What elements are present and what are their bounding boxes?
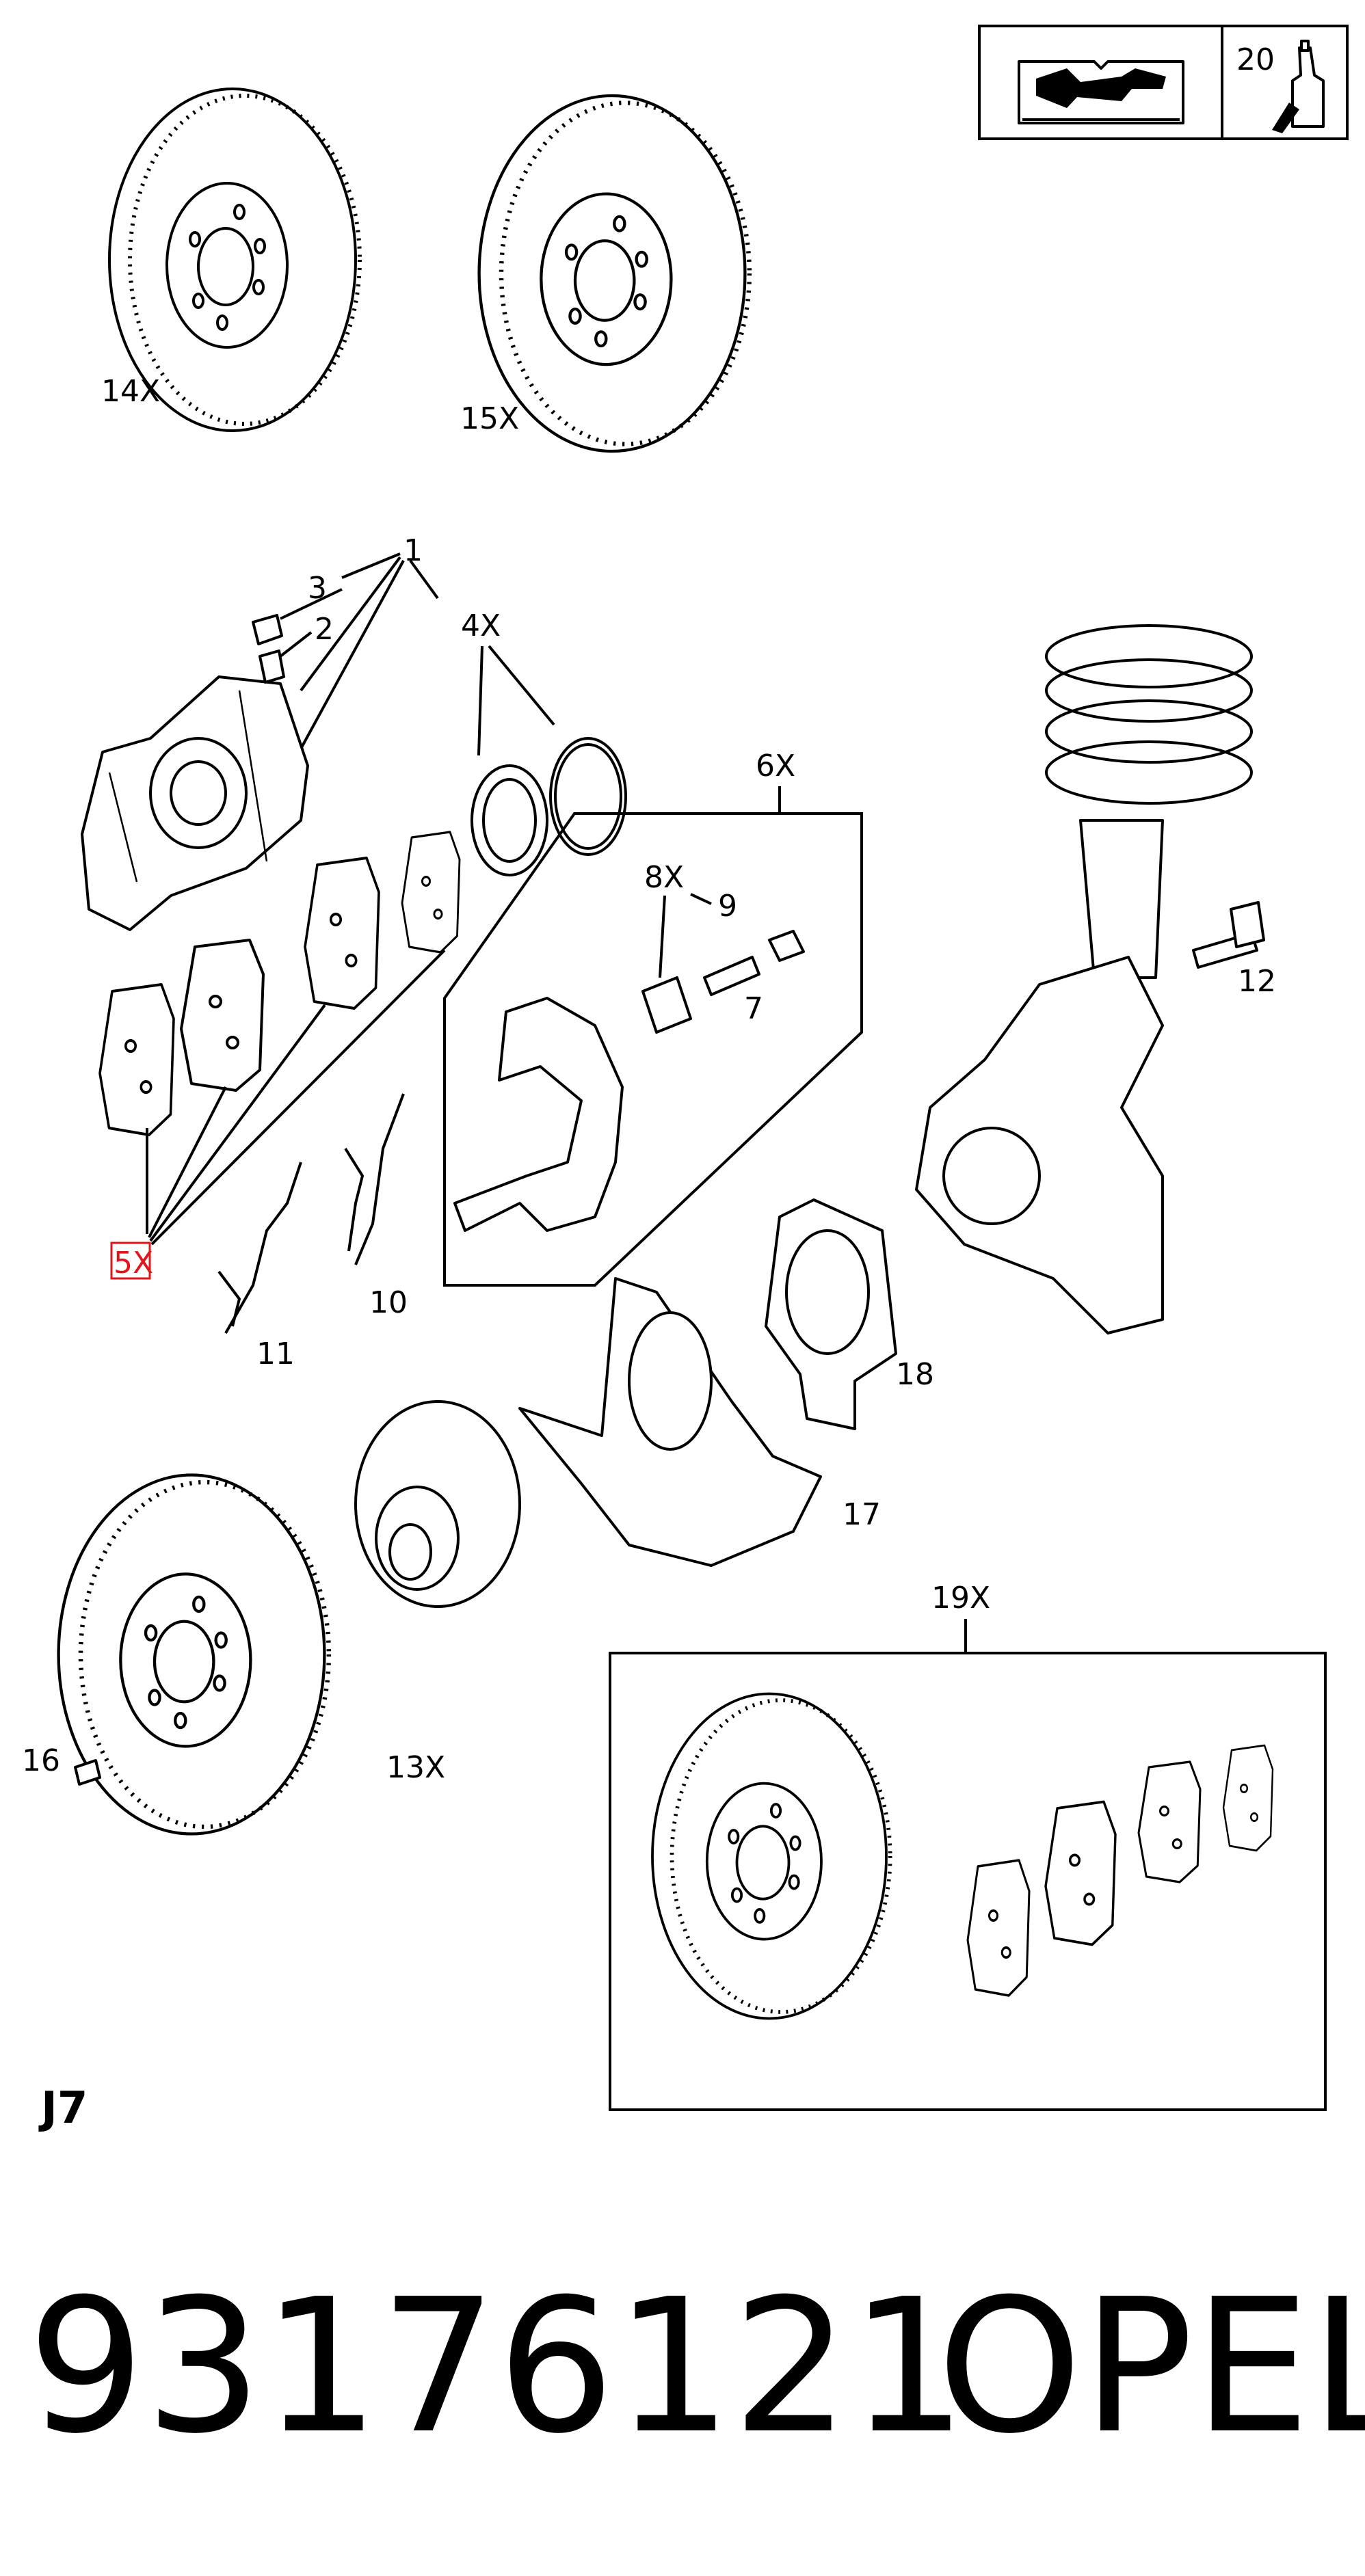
callout-8x: 8X	[644, 860, 684, 895]
wheel-hub	[354, 1400, 521, 1608]
strut-spring	[1045, 624, 1253, 979]
callout-4x: 4X	[461, 608, 501, 643]
callout-5x-highlight	[110, 1242, 151, 1280]
screw-16	[74, 1759, 101, 1786]
callout-9: 9	[718, 889, 737, 924]
kit-pads	[966, 1744, 1274, 1997]
adhesive-bottle-icon	[1272, 40, 1325, 133]
callout-18: 18	[896, 1357, 934, 1392]
piston-seals	[471, 737, 627, 876]
callout-6x: 6X	[756, 749, 795, 783]
leader-lines-pads	[146, 949, 446, 1246]
brake-caliper	[81, 675, 309, 931]
brake-disc-13x	[59, 1475, 329, 1834]
callout-7: 7	[744, 991, 763, 1026]
bleeder-screw	[252, 614, 285, 684]
callout-5x: 5X	[114, 1246, 153, 1280]
callout-16: 16	[22, 1743, 60, 1778]
anti-rattle-spring-10	[344, 1093, 405, 1265]
brake-kit-box	[609, 1652, 1327, 2111]
part-number: 93176121	[27, 2259, 967, 2474]
gasket-18	[765, 1198, 897, 1430]
callout-17: 17	[843, 1497, 881, 1532]
brand-name: OPEL	[937, 2259, 1365, 2474]
anti-rattle-spring-11	[217, 1162, 302, 1334]
callout-12: 12	[1238, 964, 1276, 999]
manual-wrench-book-icon	[1018, 60, 1184, 124]
callout-15x: 15X	[460, 401, 519, 436]
legend-number: 20	[1236, 42, 1275, 77]
dust-shield-17	[518, 1277, 822, 1567]
caliper-carrier	[453, 997, 624, 1232]
section-code: J7	[38, 2083, 88, 2134]
callout-10: 10	[369, 1285, 408, 1320]
cap-9	[768, 930, 805, 962]
guide-pin-bushing	[641, 976, 692, 1034]
carrier-kit-box	[443, 812, 863, 1287]
steering-knuckle	[915, 956, 1164, 1334]
callout-19x: 19X	[931, 1581, 990, 1615]
brake-disc-15x	[479, 96, 750, 451]
callout-2: 2	[315, 612, 334, 647]
bolt-12	[1192, 901, 1265, 969]
kit-disc	[652, 1694, 890, 2019]
callout-11: 11	[256, 1337, 295, 1371]
leader-lines-caliper	[279, 552, 555, 756]
legend-box: 20	[978, 25, 1349, 140]
guide-pin	[703, 956, 760, 996]
callout-13x: 13X	[386, 1750, 445, 1785]
callout-14x: 14X	[101, 374, 160, 409]
